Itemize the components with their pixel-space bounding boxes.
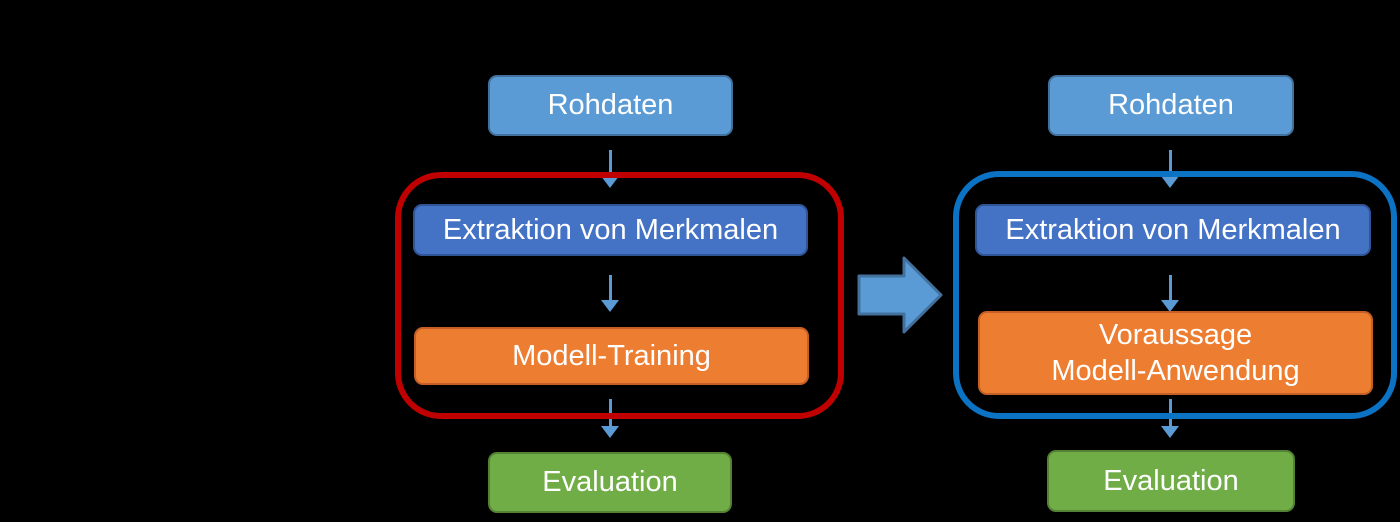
node-rohdaten-right: Rohdaten <box>1048 75 1294 136</box>
node-evaluation-left-label: Evaluation <box>542 466 678 499</box>
node-evaluation-left: Evaluation <box>488 452 732 513</box>
node-evaluation-right: Evaluation <box>1047 450 1295 512</box>
flow-arrow-icon <box>601 150 619 188</box>
node-voraussage: Voraussage Modell-Anwendung <box>978 311 1373 395</box>
inference-highlight-outline <box>953 171 1397 419</box>
training-highlight-outline <box>395 172 844 419</box>
flow-arrow-icon <box>1161 399 1179 438</box>
flow-arrow-icon <box>1161 150 1179 188</box>
node-modell-training-label: Modell-Training <box>512 339 711 372</box>
node-voraussage-label-line2: Modell-Anwendung <box>1051 355 1300 387</box>
node-extraktion-right-label: Extraktion von Merkmalen <box>1005 213 1341 246</box>
flow-arrow-icon <box>601 399 619 438</box>
node-evaluation-right-label: Evaluation <box>1103 464 1239 497</box>
flow-arrow-icon <box>1161 275 1179 312</box>
node-voraussage-label-line1: Voraussage <box>1098 318 1253 351</box>
node-extraktion-right: Extraktion von Merkmalen <box>975 204 1371 256</box>
node-modell-training: Modell-Training <box>414 327 809 385</box>
node-rohdaten-right-label: Rohdaten <box>1108 89 1234 122</box>
node-rohdaten-left: Rohdaten <box>488 75 733 136</box>
node-extraktion-left-label: Extraktion von Merkmalen <box>442 213 779 246</box>
node-extraktion-left: Extraktion von Merkmalen <box>413 204 808 256</box>
transition-arrow-icon <box>857 256 943 334</box>
flow-arrow-icon <box>601 275 619 312</box>
node-rohdaten-left-label: Rohdaten <box>547 89 674 122</box>
